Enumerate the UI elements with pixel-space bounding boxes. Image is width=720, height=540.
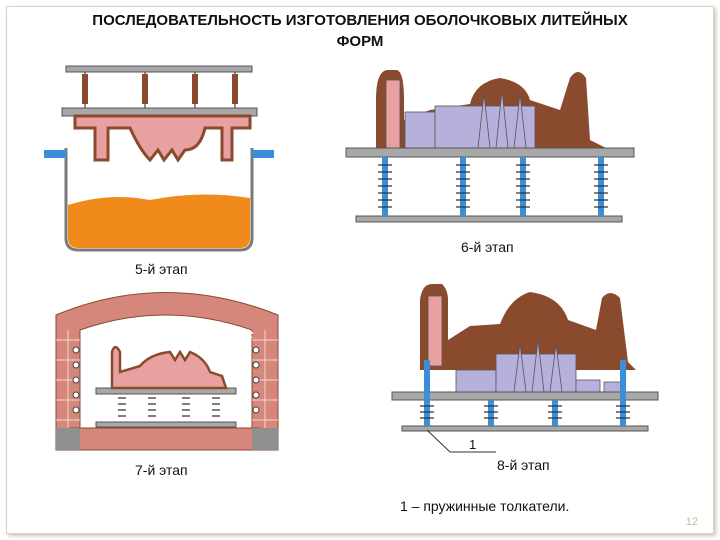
- hinge-right: [252, 150, 274, 158]
- stage5-illustration: [44, 65, 274, 252]
- stage8-pattern-left: [455, 369, 497, 393]
- stage6-bottom-plate: [355, 215, 623, 223]
- stage7-illustration: [55, 292, 279, 451]
- stage7-springs: [118, 397, 220, 417]
- oven-floor: [69, 427, 261, 451]
- stage7-label: 7-й этап: [135, 462, 188, 478]
- oven-base-left: [56, 428, 80, 450]
- stage6-springs: [378, 164, 608, 208]
- page-number: 12: [685, 516, 698, 528]
- stage8-illustration: [391, 284, 659, 453]
- stage8-pushers: [424, 360, 626, 426]
- stage5-pattern-with-shell: [73, 114, 252, 163]
- stage8-label: 8-й этап: [497, 457, 550, 473]
- stage7-shell-on-pattern: [110, 345, 228, 390]
- stage5-label: 5-й этап: [135, 261, 188, 277]
- stage8-pattern-plate: [391, 391, 659, 401]
- stage6-pattern-plate: [345, 147, 635, 158]
- stage7-bottom-plate: [95, 421, 237, 428]
- sand-fill: [68, 194, 250, 248]
- stage5-top-plate: [65, 65, 253, 73]
- stage8-shell: [420, 284, 636, 370]
- oven-temperature-label: T = 200 - 250 °C: [172, 330, 254, 342]
- title-line-2: ФОРМ: [336, 33, 384, 50]
- callout-marker: 1: [469, 437, 476, 452]
- pusher-legend: 1 – пружинные толкатели.: [400, 498, 569, 514]
- sand-bunker: [64, 148, 254, 252]
- stage6-illustration: [345, 70, 635, 223]
- callout-leader-line: [426, 429, 496, 453]
- stage8-springs: [420, 405, 630, 419]
- title-line-1: ПОСЛЕДОВАТЕЛЬНОСТЬ ИЗГОТОВЛЕНИЯ ОБОЛОЧКО…: [92, 12, 628, 29]
- oven-heaters: [72, 346, 260, 414]
- stage8-bottom-plate: [401, 425, 649, 432]
- oven-base-right: [252, 428, 278, 450]
- slide-frame: [6, 6, 714, 534]
- stage6-label: 6-й этап: [461, 239, 514, 255]
- hinge-left: [44, 150, 66, 158]
- stage8-sprue: [427, 295, 443, 367]
- stage6-sprue: [385, 79, 401, 149]
- slide-title: ПОСЛЕДОВАТЕЛЬНОСТЬ ИЗГОТОВЛЕНИЯ ОБОЛОЧКО…: [30, 10, 690, 52]
